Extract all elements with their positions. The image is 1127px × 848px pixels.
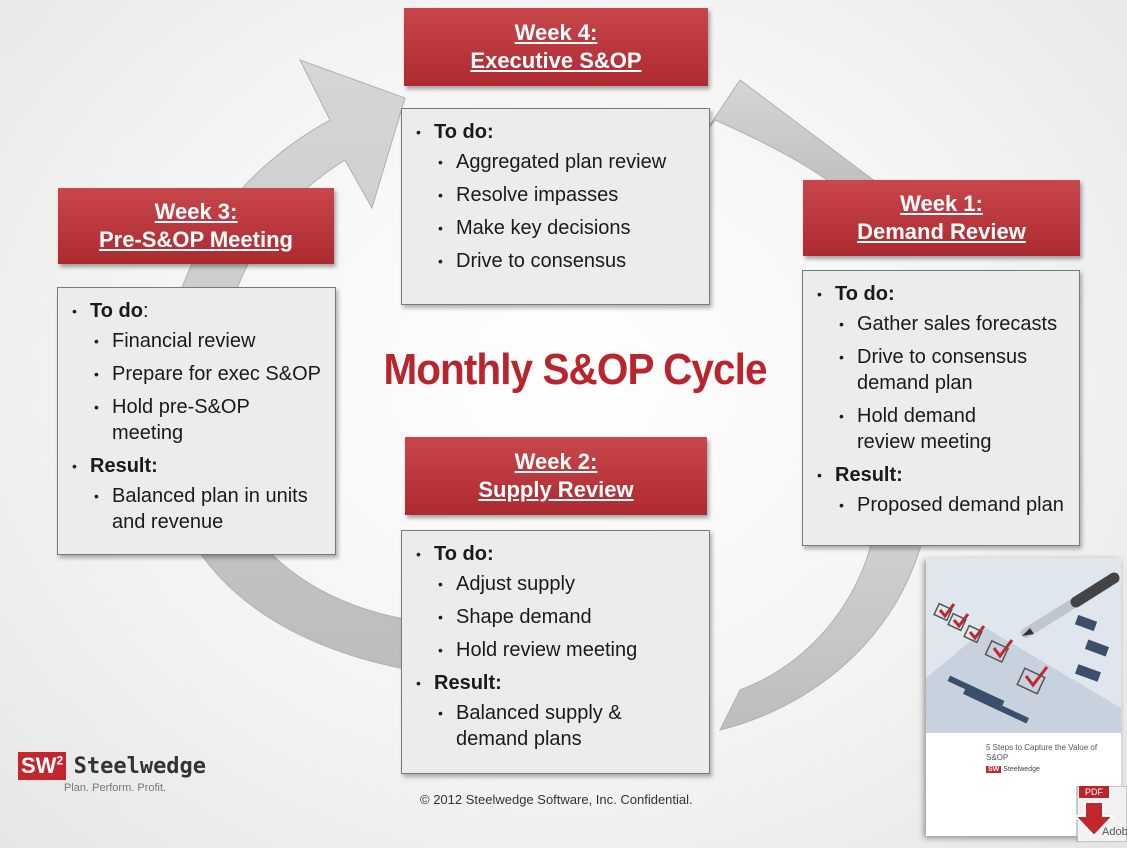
week2-header-line1: Week 2: xyxy=(514,449,598,474)
ebook-title: 5 Steps to Capture the Value of S&OP xyxy=(986,743,1098,762)
week4-todo-item: Drive to consensus xyxy=(434,248,697,274)
week1-header-line1: Week 1: xyxy=(900,191,983,216)
logo-badge-text: SW xyxy=(21,753,57,778)
week3-todo-item: Hold pre-S&OP meeting xyxy=(90,394,322,446)
week4-todo-item: Aggregated plan review xyxy=(434,149,697,175)
week4-todo-item: Make key decisions xyxy=(434,215,697,241)
week1-box: To do: Gather sales forecasts Drive to c… xyxy=(802,270,1080,546)
copyright-text: © 2012 Steelwedge Software, Inc. Confide… xyxy=(420,792,693,807)
week2-header-line2: Supply Review xyxy=(478,477,634,502)
pdf-download-icon[interactable] xyxy=(1073,786,1127,842)
week3-todo-item: Prepare for exec S&OP xyxy=(90,361,323,387)
week1-todo-label: To do: xyxy=(835,283,895,305)
week3-box: To do: Financial review Prepare for exec… xyxy=(57,287,336,555)
week4-header-line1: Week 4: xyxy=(514,20,598,45)
week2-result-label: Result: xyxy=(434,672,502,694)
week3-result-item: Balanced plan in units and revenue xyxy=(90,483,327,535)
logo-badge-sup: 2 xyxy=(56,753,64,768)
week3-todo-label: To do xyxy=(90,300,143,322)
week3-header-line1: Week 3: xyxy=(154,199,238,224)
week4-todo-item: Resolve impasses xyxy=(434,182,697,208)
week2-result-item: Balanced supply & demand plans xyxy=(434,700,656,752)
week1-todo-item: Hold demand review meeting xyxy=(835,403,1027,455)
week2-todo-label: To do: xyxy=(434,543,494,565)
week3-result-label: Result: xyxy=(90,455,158,477)
week2-header: Week 2: Supply Review xyxy=(405,437,707,515)
week2-box: To do: Adjust supply Shape demand Hold r… xyxy=(401,530,710,774)
pdf-label: PDF xyxy=(1079,786,1109,798)
week3-todo-item: Financial review xyxy=(90,328,323,354)
week4-box: To do: Aggregated plan review Resolve im… xyxy=(401,108,710,305)
week4-header: Week 4: Executive S&OP xyxy=(404,8,708,86)
week1-todo-item: Gather sales forecasts xyxy=(835,311,1067,337)
week4-header-line2: Executive S&OP xyxy=(470,48,642,73)
week3-header: Week 3: Pre-S&OP Meeting xyxy=(58,188,334,264)
week2-todo-item: Hold review meeting xyxy=(434,637,697,663)
week2-todo-item: Adjust supply xyxy=(434,571,697,597)
ebook-brand-badge: SW xyxy=(986,766,1002,773)
week3-header-line2: Pre-S&OP Meeting xyxy=(99,227,293,252)
week1-result-item: Proposed demand plan xyxy=(835,492,1067,518)
logo-tagline: Plan. Perform. Profit. xyxy=(64,782,167,794)
week3-todo-colon: : xyxy=(142,300,149,322)
week1-todo-item: Drive to consensus demand plan xyxy=(835,344,1047,396)
week1-header: Week 1: Demand Review xyxy=(803,180,1080,256)
ebook-brand-name: Steelwedge xyxy=(1003,766,1040,773)
week1-header-line2: Demand Review xyxy=(857,219,1026,244)
week2-todo-item: Shape demand xyxy=(434,604,697,630)
diagram-title: Monthly S&OP Cycle xyxy=(383,345,767,394)
week1-result-label: Result: xyxy=(835,464,903,486)
logo-badge: SW2 xyxy=(18,752,67,780)
week4-todo-label: To do: xyxy=(434,121,494,143)
adobe-label: Adob xyxy=(1102,826,1127,838)
ebook-cover-art xyxy=(926,558,1121,733)
steelwedge-logo: SW2 Steelwedge Plan. Perform. Profit. xyxy=(18,752,206,794)
logo-name: Steelwedge xyxy=(73,753,207,779)
